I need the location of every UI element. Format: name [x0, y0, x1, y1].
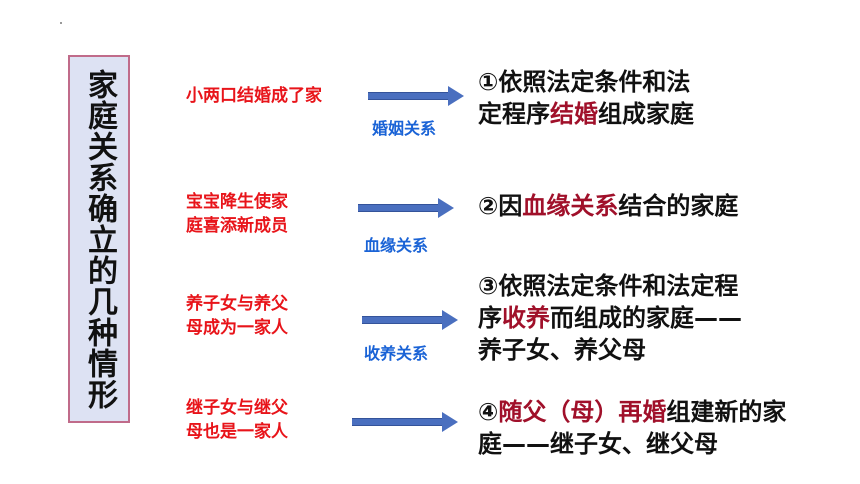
decorative-dot	[60, 22, 62, 24]
case-remarriage: 继子女与继父 母也是一家人	[186, 396, 288, 444]
case-line: 宝宝降生使家	[186, 192, 288, 212]
arrow-right-icon	[368, 86, 464, 106]
case-line: 养子女与养父	[186, 294, 288, 314]
case-line: 继子女与继父	[186, 398, 288, 418]
arrow-right-icon	[362, 310, 458, 330]
relation-label-marriage: 婚姻关系	[372, 119, 437, 138]
case-line: 母成为一家人	[186, 318, 288, 338]
result-remarriage: ④随父（母）再婚组建新的家 庭——继子女、继父母	[478, 398, 787, 458]
result-marriage: ①依照法定条件和法 定程序结婚组成家庭	[478, 68, 694, 128]
case-line: 庭喜添新成员	[186, 216, 288, 236]
arrow-right-icon	[352, 412, 458, 432]
case-adoption: 养子女与养父 母成为一家人	[186, 292, 288, 340]
result-blood: ②因血缘关系结合的家庭	[478, 192, 739, 220]
case-birth: 宝宝降生使家 庭喜添新成员	[186, 190, 288, 238]
relation-label-blood: 血缘关系	[364, 236, 429, 255]
case-line: 母也是一家人	[186, 422, 288, 442]
side-title: 家庭关系确立的几种情形	[82, 68, 117, 410]
case-marriage: 小两口结婚成了家	[186, 84, 322, 108]
relation-label-adoption: 收养关系	[364, 344, 429, 363]
result-adoption: ③依照法定条件和法定程 序收养而组成的家庭—— 养子女、养父母	[478, 272, 742, 364]
case-line: 小两口结婚成了家	[186, 86, 322, 106]
arrow-right-icon	[358, 198, 454, 218]
side-title-box: 家庭关系确立的几种情形	[68, 55, 130, 423]
